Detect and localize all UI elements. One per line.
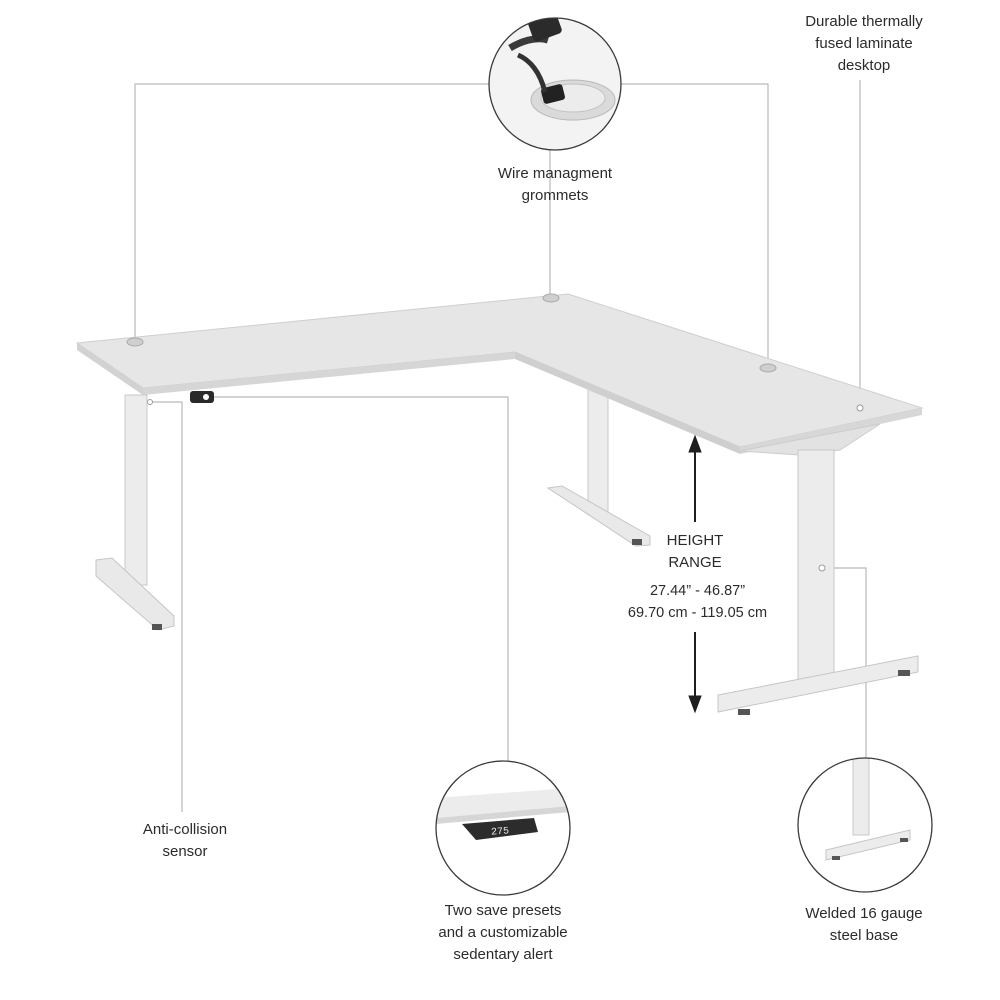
callout-height-values: 27.44” - 46.87” 69.70 cm - 119.05 cm (627, 583, 768, 621)
callout-steel-base: Welded 16 gauge steel base (805, 905, 923, 944)
desktop-surface (75, 293, 924, 448)
grommet-right (759, 363, 777, 373)
panel-display-readout: 275 (491, 826, 510, 838)
leader-grommet-left (134, 83, 490, 338)
leader-steel-base (822, 567, 867, 758)
steel-base-detail-circle (797, 757, 933, 893)
leader-anti-collision (150, 401, 183, 812)
left-leg (95, 394, 175, 631)
height-arrow (688, 434, 702, 714)
back-right-leg (546, 384, 651, 547)
leader-grommet-right (620, 83, 769, 365)
callout-anti-collision: Anti-collision sensor (142, 821, 228, 860)
control-panel-detail-circle (435, 760, 571, 896)
callout-laminate: Durable thermally fused laminate desktop (805, 13, 923, 74)
grommet-center (542, 293, 560, 303)
control-panel (190, 391, 214, 403)
callout-presets: Two save presets and a customizable sede… (438, 902, 568, 963)
desktop-edge (77, 343, 143, 395)
leader-lines (134, 80, 867, 812)
l-shaped-desk (75, 293, 924, 715)
leader-control-panel (208, 396, 509, 762)
front-right-leg (717, 423, 919, 715)
panel-body (462, 818, 538, 840)
callout-grommets: Wire managment grommets (497, 165, 613, 204)
callout-height-title: HEIGHT RANGE (666, 532, 724, 571)
grommet-detail-circle (488, 17, 622, 151)
grommet-left (126, 337, 144, 347)
